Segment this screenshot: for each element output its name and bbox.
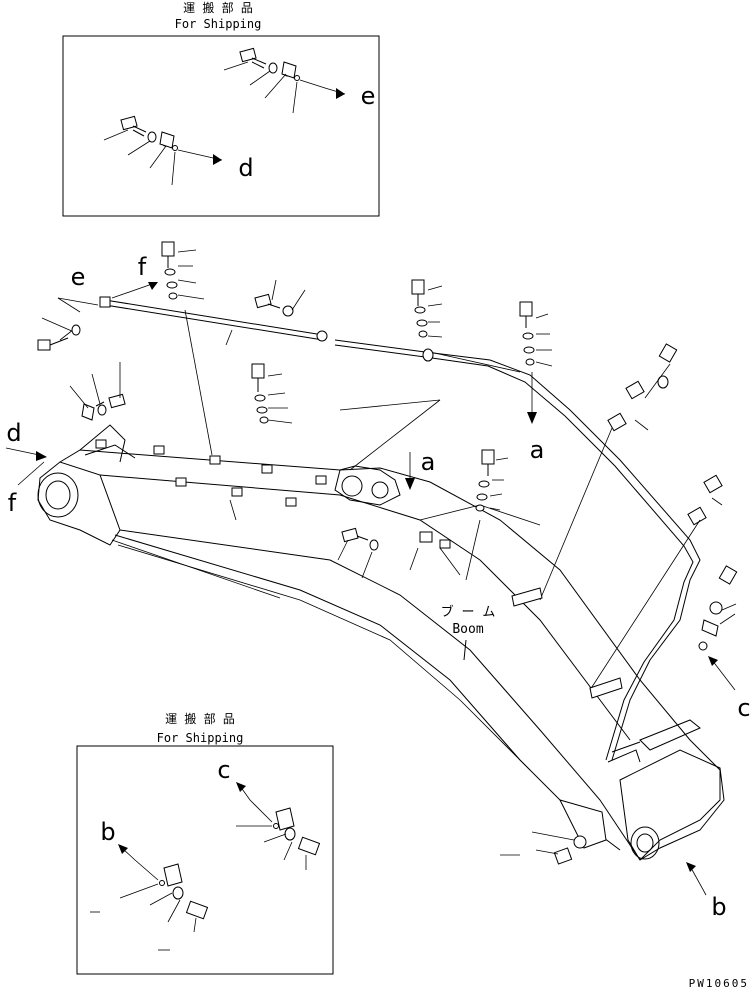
letter-c-boom: c <box>737 694 750 722</box>
shipping-box-top: 運 搬 部 品 For Shipping e <box>62 0 380 217</box>
drawing-code: PW10605 <box>689 977 749 990</box>
shipping-box-bottom-frame <box>76 745 334 975</box>
bolt-group-mid <box>465 449 509 581</box>
letter-c-box: c <box>217 756 230 784</box>
bolt-set-c <box>236 782 321 870</box>
boom-label-en: Boom <box>452 622 483 637</box>
bolt-group-1 <box>161 241 213 456</box>
bolt-set-e <box>223 47 346 114</box>
letter-f-top: f <box>138 253 147 281</box>
shipping-box-bottom: 運 搬 部 品 For Shipping c <box>76 711 334 975</box>
bolt-group-4 <box>411 279 443 338</box>
shipping-box-top-title-en: For Shipping <box>175 17 262 31</box>
shipping-box-bottom-title-en: For Shipping <box>157 731 244 745</box>
letter-d-boom: d <box>6 419 21 447</box>
bolt-group-3 <box>251 363 293 424</box>
shipping-box-bottom-title-jp: 運 搬 部 品 <box>165 711 235 726</box>
tube-left <box>37 296 328 351</box>
letter-d-top-box: d <box>238 154 253 182</box>
letter-e-top-box: e <box>361 82 376 110</box>
bolt-set-d <box>103 115 223 186</box>
letter-f-boom: f <box>8 489 17 517</box>
boom-label-jp: ブ ー ム <box>441 604 496 620</box>
letter-b-box: b <box>100 818 115 846</box>
bolt-group-low <box>337 527 461 579</box>
letter-a-middle: a <box>421 448 436 476</box>
right-clamps <box>539 343 738 691</box>
bolt-group-2 <box>254 279 306 317</box>
shipping-box-top-frame <box>62 35 380 217</box>
bolt-group-5 <box>519 301 553 367</box>
bolt-group-tip <box>500 799 707 896</box>
bolt-group-left <box>69 362 126 421</box>
shipping-box-top-title-jp: 運 搬 部 品 <box>183 0 253 15</box>
letter-e-boom: e <box>71 263 86 291</box>
bolt-set-b <box>118 844 209 933</box>
boom-top-clamps <box>95 329 441 521</box>
boom-bands <box>511 587 641 763</box>
letter-a-right: a <box>530 436 545 464</box>
letter-b-boom: b <box>711 893 726 921</box>
tube-right <box>334 339 701 761</box>
